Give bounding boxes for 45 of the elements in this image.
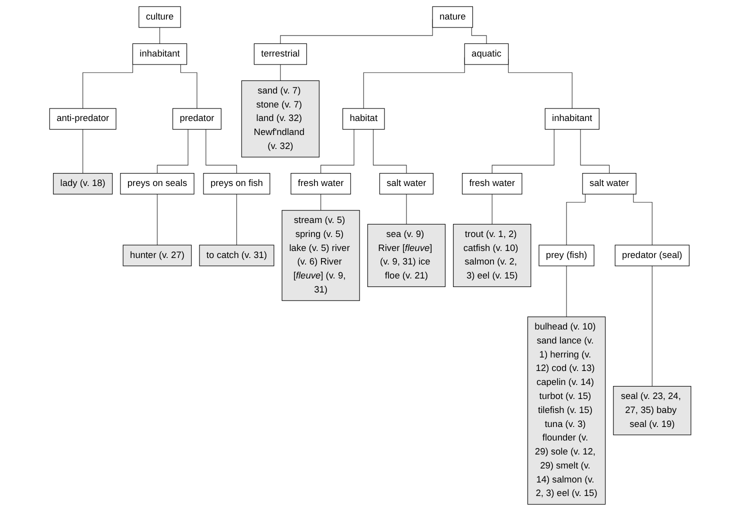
connector — [580, 129, 610, 174]
connector — [236, 194, 238, 246]
node-box: anti-predator — [50, 108, 117, 130]
connector — [180, 64, 198, 109]
node-box: fresh water — [462, 173, 522, 194]
node-box: terrestrial — [254, 43, 308, 65]
connector — [652, 266, 653, 387]
node-box: predator (seal) — [615, 244, 690, 266]
node-box: predator — [172, 108, 222, 130]
node-box: fresh water — [290, 173, 352, 194]
node-box: lady (v. 18) — [53, 173, 113, 194]
node-box: bulhead (v. 10) sand lance (v. 1) herring (v. 12) cod (v. 13) capelin (v. 14) turbot (v. 15) tilefish (v. 15) tuna (v. 3) flounder (v. 29) sole (v. 12, 29) smelt (v. 14) salmon (v. 2, 3) eel (v. 15) — [528, 316, 606, 505]
node-box: salt water — [380, 173, 434, 194]
node-box: nature — [432, 6, 474, 28]
node-box: preys on seals — [120, 173, 195, 194]
node-box: sea (v. 9) River [fleuve] (v. 9, 31) ice floe (v. 21) — [368, 224, 446, 288]
node-box: inhabitant — [132, 43, 188, 65]
node-box: salt water — [582, 173, 637, 194]
node-box: inhabitant — [545, 108, 600, 130]
node-box: to catch (v. 31) — [199, 244, 274, 266]
node-box: preys on fish — [203, 173, 270, 194]
node-box: culture — [138, 6, 182, 28]
connector — [157, 194, 158, 246]
node-box: trout (v. 1, 2) catfish (v. 10) salmon (v. 2, 3) eel (v. 15) — [453, 224, 532, 288]
connector — [492, 194, 493, 225]
node-box: aquatic — [464, 43, 509, 65]
connector — [566, 266, 567, 318]
connector — [82, 129, 84, 174]
connector — [320, 129, 354, 174]
connector — [320, 194, 322, 211]
node-box: habitat — [342, 108, 385, 130]
node-box: seal (v. 23, 24, 27, 35) baby seal (v. 19) — [613, 386, 692, 436]
connector — [280, 64, 281, 82]
connector — [633, 194, 653, 246]
connector — [566, 194, 586, 246]
connector — [206, 129, 238, 174]
connector — [492, 129, 555, 174]
connector — [472, 27, 487, 44]
node-box: prey (fish) — [538, 244, 595, 266]
node-box: hunter (v. 27) — [123, 244, 192, 266]
node-box: sand (v. 7) stone (v. 7) land (v. 32) Newf'ndland (v. 32) — [242, 80, 320, 158]
connector — [157, 129, 189, 174]
connector — [373, 129, 407, 174]
connector — [406, 194, 407, 225]
node-box: stream (v. 5) spring (v. 5) lake (v. 5) river (v. 6) River [fleuve] (v. 9, 31) — [282, 210, 360, 301]
